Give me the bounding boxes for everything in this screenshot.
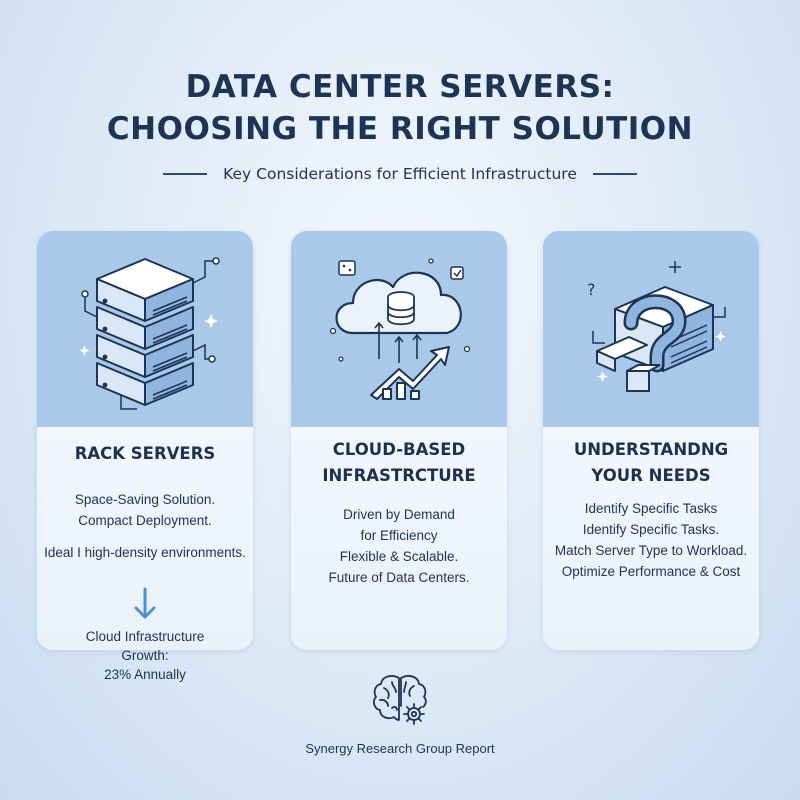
card-title: UNDERSTANDNG YOUR NEEDS [573,440,729,485]
card-points: Driven by Demand for Efficiency Flexible… [291,504,507,588]
server-question-icon: ? [587,261,726,392]
card-point: Driven by Demand [343,507,455,522]
card-rack-servers: RACK SERVERS Space-Saving Solution. Comp… [37,231,253,650]
svg-text:?: ? [587,280,596,299]
card-point: Match Server Type to Workload. [554,543,748,558]
card-point: Future of Data Centers. [328,570,470,585]
card-point: Flexible & Scalable. [339,549,459,564]
brain-gear-icon [373,675,427,725]
card-understanding-needs: ? UNDERSTANDNG YOUR NEEDS Identify Speci… [543,231,759,650]
subtitle-rule-right [592,173,637,175]
source-citation: Synergy Research Group Report [305,741,495,756]
page-title: DATA CENTER SERVERS: CHOOSING THE RIGHT … [0,66,800,150]
card-point: Identify Specific Tasks. [582,522,720,537]
server-rack-icon [79,257,220,410]
card-points: Identify Specific Tasks Identify Specifi… [543,498,759,582]
growth-stat: Cloud Infrastructure Growth: 23% Annuall… [85,629,205,682]
subtitle-row: Key Considerations for Efficient Infrast… [0,160,800,188]
card-title: CLOUD-BASED INFRASTRCTURE [322,440,476,485]
card-point: Space-Saving Solution. [74,492,216,507]
card-title: RACK SERVERS [74,444,216,463]
card-point: Ideal I high-density environments. [44,545,246,560]
subtitle-rule-left [163,173,208,175]
cloud-database-icon [329,258,471,400]
card-point: for Efficiency [360,528,438,543]
card-point: Identify Specific Tasks [584,501,718,516]
arrow-down-icon [134,587,156,619]
card-point: Compact Deployment. [78,513,212,528]
card-body [543,427,759,650]
card-points: Space-Saving Solution. Compact Deploymen… [37,489,253,563]
page-title-line-1: DATA CENTER SERVERS: [185,69,615,105]
page-title-line-2: CHOOSING THE RIGHT SOLUTION [106,111,694,147]
card-point: Optimize Performance & Cost [561,564,741,579]
card-body [291,427,507,650]
page-subtitle: Key Considerations for Efficient Infrast… [223,165,577,183]
card-cloud-infrastructure: CLOUD-BASED INFRASTRCTURE Driven by Dema… [291,231,507,650]
